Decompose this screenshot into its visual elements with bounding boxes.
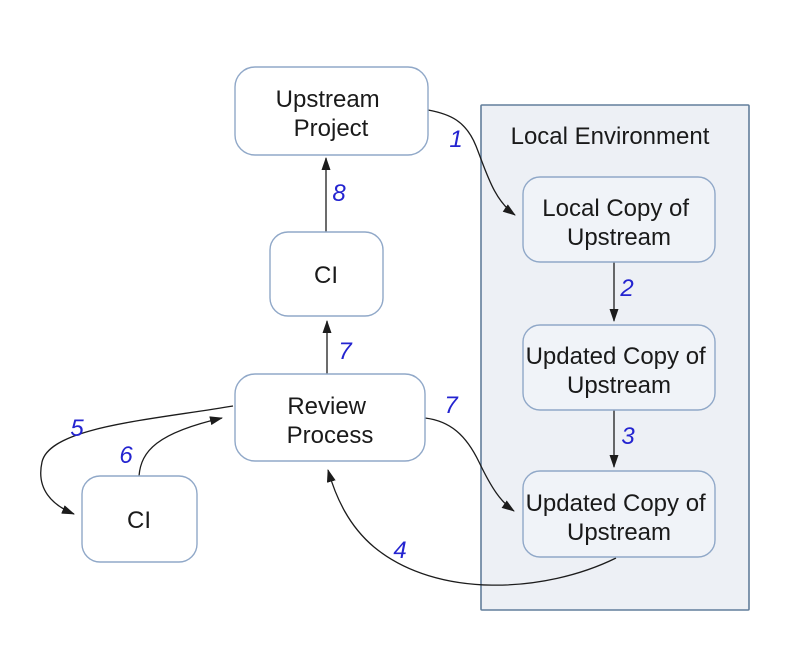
edge-label-8: 8 xyxy=(332,180,346,207)
edge-7-review-to-updated-copy-2 xyxy=(424,417,515,512)
review-process-label: Review Process xyxy=(287,393,374,449)
edge-label-1: 1 xyxy=(449,126,462,153)
node-updated-copy-2: Updated Copy of Upstream xyxy=(522,470,716,558)
edge-4-updated-copy-2-to-review xyxy=(326,469,617,586)
review-process-box xyxy=(234,373,426,462)
updated-copy-2-box xyxy=(522,470,716,558)
updated-copy-2-label: Updated Copy of Upstream xyxy=(526,490,713,546)
ci-upper-label: CI xyxy=(314,262,338,289)
edge-6-ci-lower-to-review xyxy=(138,416,223,477)
edge-5-review-to-ci-lower xyxy=(40,405,234,515)
edge-label-3: 3 xyxy=(621,423,635,450)
edge-label-5: 5 xyxy=(70,415,84,442)
node-ci-lower: CI xyxy=(81,475,198,563)
node-local-copy: Local Copy of Upstream xyxy=(522,176,716,263)
edge-1-upstream-to-local-copy xyxy=(427,109,516,216)
updated-copy-1-box xyxy=(522,324,716,411)
ci-lower-label: CI xyxy=(127,507,151,534)
edge-label-7-right: 7 xyxy=(444,392,459,419)
local-copy-label: Local Copy of Upstream xyxy=(542,195,695,251)
local-environment-title: Local Environment xyxy=(511,123,710,150)
node-upstream-project: Upstream Project xyxy=(234,66,429,156)
upstream-project-label: Upstream Project xyxy=(276,86,387,142)
updated-copy-1-label: Updated Copy of Upstream xyxy=(526,343,713,399)
edge-label-6: 6 xyxy=(119,442,133,469)
edge-label-4: 4 xyxy=(393,537,406,564)
edge-label-2: 2 xyxy=(619,275,633,302)
node-ci-upper: CI xyxy=(269,231,384,317)
edge-label-7-upper: 7 xyxy=(338,338,353,365)
ci-lower-box xyxy=(81,475,198,563)
node-updated-copy-1: Updated Copy of Upstream xyxy=(522,324,716,411)
upstream-project-box xyxy=(234,66,429,156)
node-review-process: Review Process xyxy=(234,373,426,462)
ci-upper-box xyxy=(269,231,384,317)
local-copy-box xyxy=(522,176,716,263)
